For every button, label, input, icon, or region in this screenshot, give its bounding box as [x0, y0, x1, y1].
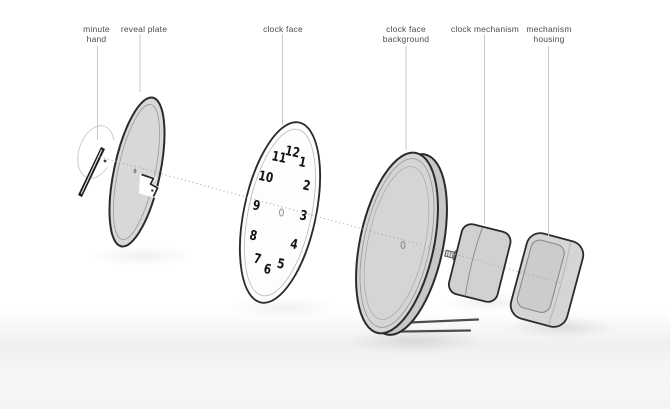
- reveal-plate-notch-dot: [151, 189, 154, 192]
- housing-recess: [516, 239, 565, 313]
- background-disc-center-hole: [400, 241, 406, 249]
- minute-hand-pivot-dot: [103, 159, 107, 163]
- clock-number-12: 12: [284, 143, 302, 161]
- mechanism-box: [447, 223, 512, 303]
- shaft-thread-line: [449, 251, 452, 258]
- label-mechanism-housing: mechanism housing: [526, 24, 572, 44]
- minute-hand-part: [77, 125, 115, 197]
- clock-mechanism-part: [444, 223, 512, 303]
- reveal-plate-center-hole: [133, 168, 137, 174]
- clock-number-11: 11: [270, 148, 288, 166]
- label-clock-mechanism: clock mechanism: [450, 24, 520, 34]
- reveal-plate-inner-ring: [112, 103, 161, 241]
- mechanism-body: [447, 223, 512, 303]
- clock-face-center-hole: [278, 208, 285, 217]
- clock-number-7: 7: [252, 250, 262, 267]
- clock-face-inner-ring: [244, 128, 316, 297]
- minute-hand-rod-highlight: [80, 149, 103, 195]
- mechanism-face-edge: [464, 227, 483, 297]
- shaft-thread-line: [451, 251, 454, 258]
- reveal-plate-notch: [139, 173, 160, 198]
- clock-number-1: 1: [297, 154, 307, 171]
- clock-number-3: 3: [298, 207, 308, 224]
- clock-number-5: 5: [276, 255, 286, 272]
- clock-number-4: 4: [289, 236, 299, 253]
- leader-lines: [97, 34, 549, 236]
- clock-number-9: 9: [251, 197, 261, 214]
- mechanism-housing-part: [509, 232, 585, 328]
- clock-number-8: 8: [248, 227, 258, 244]
- background-disc-bevel-ring: [359, 158, 435, 328]
- label-reveal-plate: reveal plate: [120, 24, 168, 34]
- clock-number-2: 2: [301, 177, 311, 194]
- background-disc-inner-ring: [363, 166, 430, 320]
- label-clock-face: clock face: [263, 24, 303, 34]
- clock-number-10: 10: [257, 168, 275, 186]
- shaft-thread-line: [446, 250, 450, 257]
- clock-face-background-part: [355, 151, 448, 336]
- reveal-plate-disc: [108, 96, 166, 248]
- label-minute-hand: minute hand: [83, 24, 110, 44]
- housing-side-edge: [547, 241, 572, 326]
- clock-number-6: 6: [262, 261, 272, 278]
- label-clock-face-background: clock face background: [382, 24, 430, 44]
- reveal-plate-part: [108, 96, 166, 248]
- reveal-plate-notch-outline: [141, 173, 159, 197]
